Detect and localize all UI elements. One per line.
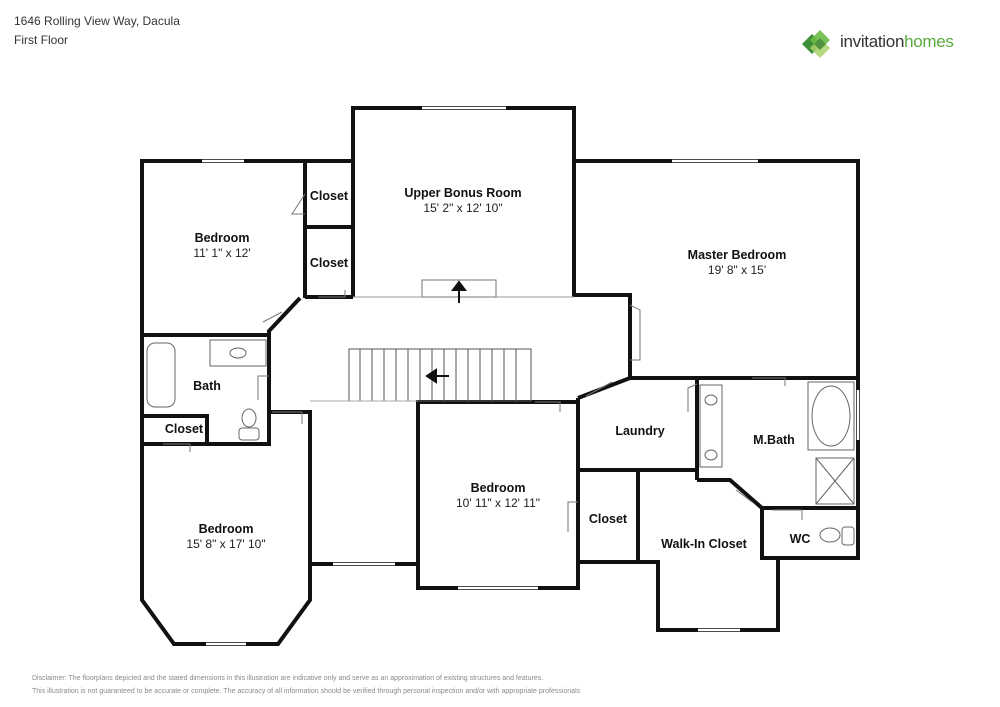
disclaimer-line-1: Disclaimer: The floorplans depicted and … (32, 675, 544, 682)
room-name-bedroom-sw: Bedroom (199, 522, 254, 536)
logo-wordmark: invitationhomes (840, 32, 954, 52)
door-bedroom-center (535, 401, 561, 412)
room-name-m-bath: M.Bath (753, 433, 795, 447)
room-name-laundry: Laundry (615, 424, 664, 438)
soaking-tub-icon (811, 385, 851, 447)
room-name-bedroom-nw: Bedroom (195, 231, 250, 245)
door-swings (163, 193, 803, 532)
room-name-wc: WC (790, 532, 811, 546)
room-dims-bedroom-sw: 15' 8" x 17' 10" (186, 537, 265, 551)
mbath-sink-2-icon (704, 449, 718, 461)
room-dims-bedroom-center: 10' 11" x 12' 11" (456, 496, 540, 510)
wall-closet-bath (142, 414, 209, 444)
door-wc (772, 509, 803, 520)
room-name-upper-bonus: Upper Bonus Room (404, 186, 521, 200)
windows (202, 106, 860, 646)
logo-word-invitation: invitation (840, 32, 905, 51)
wall-wc (760, 508, 860, 560)
tub-surround (807, 381, 855, 451)
wall-hall-east (577, 376, 631, 400)
arrows (425, 280, 467, 384)
mbath-sink-1-icon (704, 394, 718, 406)
door-closet-center (567, 501, 578, 532)
room-name-walk-in-closet: Walk-In Closet (661, 537, 747, 551)
room-dims-upper-bonus: 15' 2" x 12' 10" (423, 201, 502, 215)
door-closet1 (291, 193, 306, 215)
shower-icon (815, 457, 855, 505)
room-name-closet-bath: Closet (165, 422, 204, 436)
door-closet2 (318, 290, 346, 298)
room-name-bath: Bath (193, 379, 221, 393)
room-dims-bedroom-nw: 11' 1" x 12' (193, 246, 250, 260)
room-labels: Upper Bonus Room 15' 2" x 12' 10" Master… (165, 186, 811, 551)
door-closet-bath (163, 443, 191, 452)
room-name-master-bedroom: Master Bedroom (688, 248, 787, 262)
door-bath (257, 375, 269, 400)
logo-word-homes: homes (904, 32, 954, 51)
wc-toilet-tank (841, 526, 855, 546)
wall-bedroom-center (416, 400, 580, 590)
room-name-closet-1: Closet (310, 189, 349, 203)
room-name-bedroom-center: Bedroom (471, 481, 526, 495)
mbath-vanity (699, 384, 723, 468)
invitation-homes-logo-icon (802, 30, 830, 58)
door-bedroom-nw (262, 311, 283, 323)
property-address: 1646 Rolling View Way, Dacula (14, 14, 180, 28)
floor-label: First Floor (14, 33, 68, 47)
room-name-closet-2: Closet (310, 256, 349, 270)
arrow-up-icon (451, 280, 467, 291)
door-bedroom-sw (272, 411, 303, 424)
room-name-closet-center: Closet (589, 512, 628, 526)
bathtub-icon (146, 342, 176, 408)
arrow-left-icon (425, 368, 437, 384)
door-walk-in (735, 489, 753, 503)
door-laundry-hall (585, 381, 613, 397)
disclaimer-line-2: This illustration is not guaranteed to b… (32, 688, 581, 695)
fixtures (146, 339, 855, 546)
shower-diag-2 (815, 457, 855, 505)
room-dims-master-bedroom: 19' 8" x 15' (708, 263, 766, 277)
door-mbath (752, 377, 786, 386)
sink-icon (229, 347, 247, 359)
door-master (629, 304, 641, 361)
bath-vanity (209, 339, 267, 367)
staircase (348, 348, 532, 402)
wall-master-bedroom (574, 159, 860, 380)
wc-toilet-icon (819, 527, 841, 543)
brand-logo: invitationhomes (798, 26, 978, 62)
door-laundry-mbath (687, 383, 698, 412)
toilet-icon (241, 408, 257, 428)
toilet-tank (238, 427, 260, 441)
wall-bedroom-nw (140, 159, 305, 337)
